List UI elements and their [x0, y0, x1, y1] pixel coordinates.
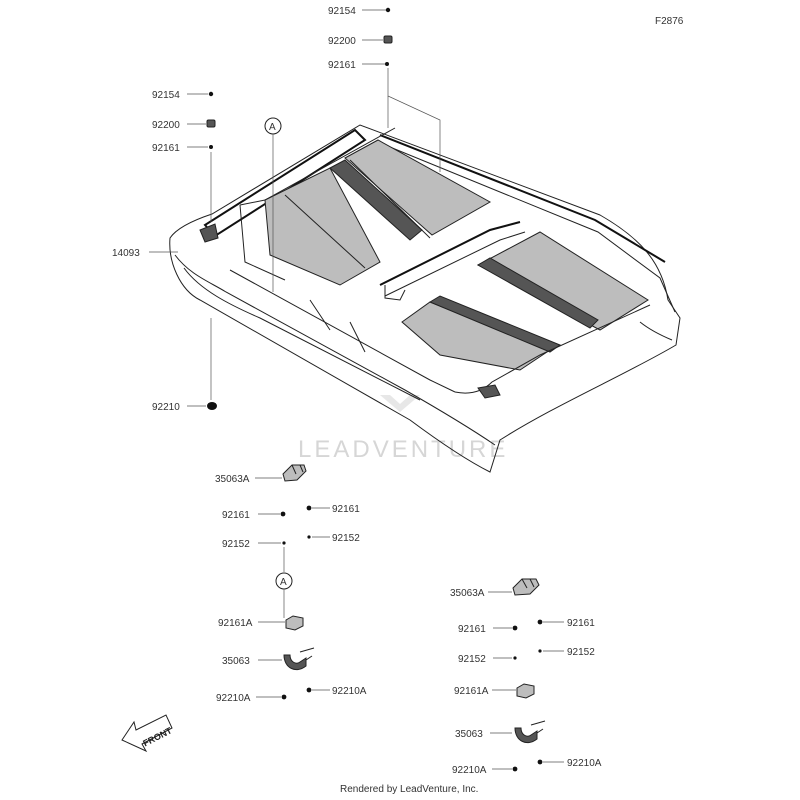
label-l-92152-right[interactable]: 92152 — [332, 533, 360, 544]
grommet-icon — [285, 615, 304, 631]
label-l-92161a[interactable]: 92161A — [218, 618, 253, 629]
label-l-92161-right[interactable]: 92161 — [332, 504, 360, 515]
nut-icon — [537, 759, 543, 765]
clamp-icon — [283, 647, 315, 670]
bolt-icon — [385, 7, 391, 13]
clip-icon — [383, 35, 393, 44]
grommet-icon — [516, 683, 535, 699]
figure-id: F2876 — [655, 16, 684, 27]
washer-icon — [512, 625, 518, 631]
label-top-92200[interactable]: 92200 — [328, 36, 356, 47]
nut-icon — [512, 766, 518, 772]
label-14093[interactable]: 14093 — [112, 248, 140, 259]
leader-top-group-right — [387, 68, 441, 172]
nut-icon — [281, 694, 287, 700]
label-top-92161[interactable]: 92161 — [328, 60, 356, 71]
label-r-92210a-right[interactable]: 92210A — [567, 758, 602, 769]
nut-icon — [207, 402, 217, 410]
reference-letter-a-roof: A — [269, 122, 276, 133]
collar-icon — [513, 656, 517, 660]
front-arrow-icon: FRONT — [121, 714, 174, 753]
collar-icon — [307, 535, 311, 539]
watermark: LEADVENTURE — [298, 436, 508, 463]
label-r-92210a-left[interactable]: 92210A — [452, 765, 487, 776]
label-l-35063a[interactable]: 35063A — [215, 474, 250, 485]
label-r-92161-left[interactable]: 92161 — [458, 624, 486, 635]
bracket-icon — [282, 464, 307, 482]
roof-panel-14093[interactable] — [169, 124, 681, 473]
footer-credit: Rendered by LeadVenture, Inc. — [340, 784, 478, 795]
label-top-92154[interactable]: 92154 — [328, 6, 356, 17]
bolt-icon — [208, 91, 214, 97]
collar-icon — [282, 541, 286, 545]
washer-icon — [306, 505, 312, 511]
watermark-logo — [380, 395, 420, 412]
label-left-92161[interactable]: 92161 — [152, 143, 180, 154]
label-r-35063[interactable]: 35063 — [455, 729, 483, 740]
label-l-92210a-left[interactable]: 92210A — [216, 693, 251, 704]
nut-icon — [306, 687, 312, 693]
label-left-92154[interactable]: 92154 — [152, 90, 180, 101]
label-left-92210[interactable]: 92210 — [152, 402, 180, 413]
bracket-icon — [512, 578, 540, 596]
label-l-92161-left[interactable]: 92161 — [222, 510, 250, 521]
label-r-35063a[interactable]: 35063A — [450, 588, 485, 599]
label-l-92152-left[interactable]: 92152 — [222, 539, 250, 550]
washer-icon — [280, 511, 286, 517]
clip-icon — [206, 119, 216, 128]
label-l-35063[interactable]: 35063 — [222, 656, 250, 667]
washer-icon — [209, 145, 213, 149]
washer-icon — [385, 62, 389, 66]
label-r-92152-right[interactable]: 92152 — [567, 647, 595, 658]
label-left-92200[interactable]: 92200 — [152, 120, 180, 131]
reference-letter-a-bracket: A — [280, 577, 287, 588]
front-label: FRONT — [141, 725, 174, 748]
clamp-icon — [514, 720, 546, 743]
label-r-92161-right[interactable]: 92161 — [567, 618, 595, 629]
label-r-92152-left[interactable]: 92152 — [458, 654, 486, 665]
washer-icon — [537, 619, 543, 625]
collar-icon — [538, 649, 542, 653]
label-r-92161a[interactable]: 92161A — [454, 686, 489, 697]
label-l-92210a-right[interactable]: 92210A — [332, 686, 367, 697]
